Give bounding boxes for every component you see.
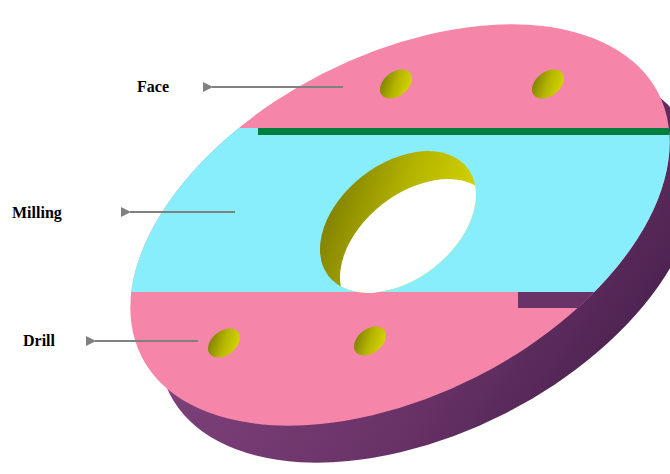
drill-holes — [202, 63, 569, 363]
part-label: Milling — [12, 204, 62, 222]
part-label: Face — [137, 78, 169, 96]
part-label: Drill — [23, 332, 55, 350]
leader-arrows — [95, 87, 343, 341]
center-bore — [293, 122, 523, 350]
